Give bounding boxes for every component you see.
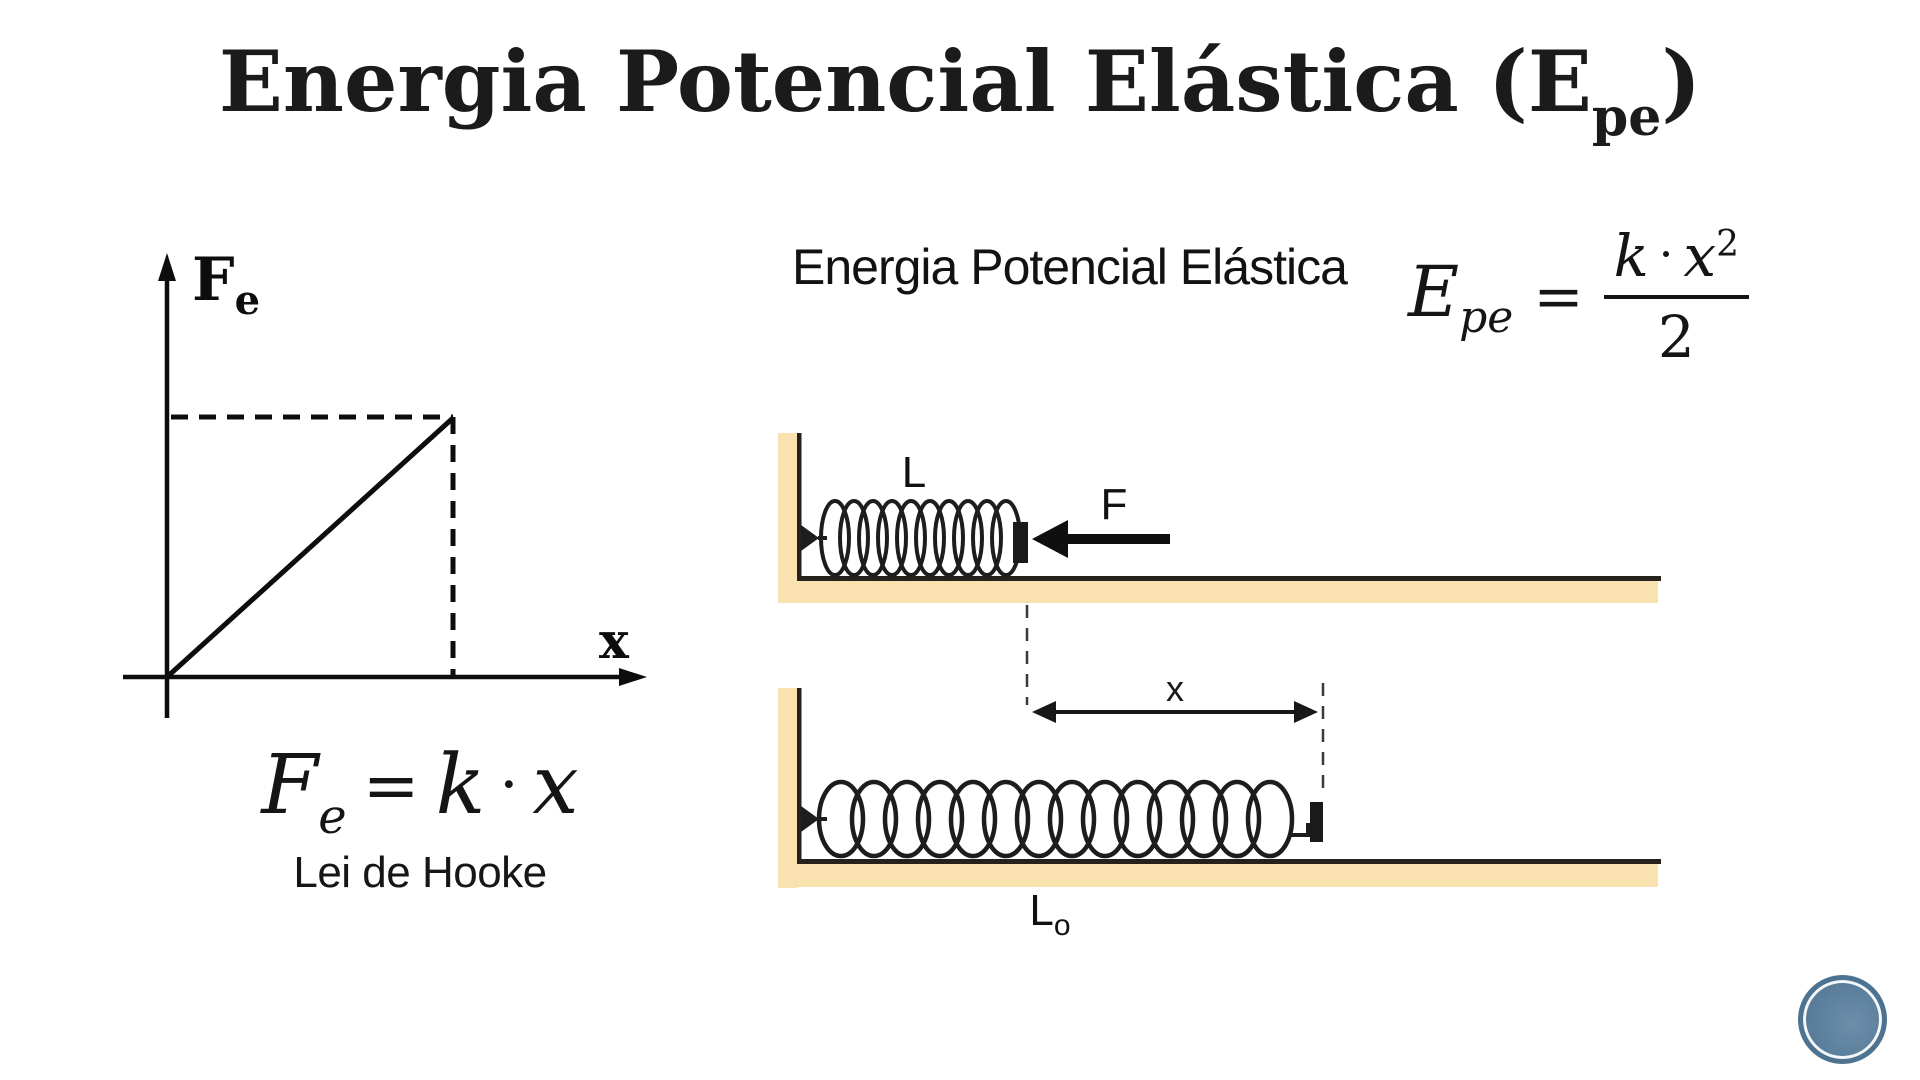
measure-arrow-right-head-icon	[1294, 701, 1318, 723]
hooke-formula: Fe =k·x	[180, 738, 660, 845]
hooke-formula-dot: ·	[499, 750, 519, 820]
graph-y-axis-arrowhead-icon	[158, 253, 176, 281]
measure-arrow-left-head-icon	[1032, 701, 1056, 723]
hooke-formula-F-sub: e	[318, 789, 347, 845]
bottom-floor-line	[797, 859, 1661, 864]
epe-formula-fraction: k·x2 2	[1603, 222, 1750, 371]
springs-diagram: F L x	[778, 433, 1661, 940]
epe-formula: Epe = k·x2 2	[1408, 222, 1750, 371]
epe-formula-numerator: k·x2	[1613, 222, 1740, 290]
epe-formula-fraction-bar	[1603, 295, 1750, 299]
hooke-formula-x: x	[532, 738, 579, 833]
bottom-spring-anchor	[801, 806, 819, 832]
epe-formula-E-sub: pe	[1459, 291, 1514, 343]
hooke-formula-equals: =	[362, 747, 420, 826]
epe-heading: Energia Potencial Elástica	[792, 239, 1348, 295]
slide-title-subscript: pe	[1591, 87, 1662, 148]
top-block	[1013, 522, 1028, 563]
relaxed-spring	[816, 779, 1295, 859]
graph-x-axis-arrowhead-icon	[619, 668, 647, 686]
slide-title: Energia Potencial Elástica (Epe)	[0, 35, 1920, 148]
slide-title-text: Energia Potencial Elástica (E	[218, 32, 1592, 131]
hooke-law-graph: Fe x	[123, 245, 647, 718]
top-floor-line	[797, 576, 1661, 581]
force-label: F	[1101, 480, 1128, 529]
top-wall	[778, 433, 797, 602]
epe-formula-equals: =	[1533, 261, 1584, 332]
top-spring-anchor	[801, 525, 819, 551]
relaxed-spring-system: Lo	[778, 688, 1661, 940]
bottom-wall-line	[797, 688, 802, 861]
epe-formula-denominator: 2	[1657, 303, 1695, 371]
force-arrow-head-icon	[1032, 520, 1068, 558]
natural-length-label: Lo	[1029, 886, 1070, 940]
bottom-spring-end-wire	[1290, 823, 1310, 837]
graph-force-line	[165, 416, 455, 679]
graph-y-axis-label: Fe	[192, 245, 260, 324]
graph-x-axis-label: x	[599, 611, 630, 670]
epe-formula-E: Epe	[1408, 250, 1514, 343]
hooke-formula-F: F	[261, 738, 319, 833]
top-floor	[778, 581, 1658, 603]
top-wall-line	[797, 433, 802, 578]
compressed-spring	[819, 499, 1022, 577]
compressed-spring-system: F L	[778, 433, 1661, 603]
displacement-measure: x	[1025, 605, 1325, 798]
hooke-formula-k: k	[435, 738, 486, 833]
top-length-label: L	[902, 448, 926, 497]
hooke-caption: Lei de Hooke	[293, 848, 547, 897]
slide-title-close: )	[1661, 32, 1702, 131]
displacement-label: x	[1166, 668, 1184, 709]
channel-logo-icon	[1798, 975, 1887, 1064]
bottom-block	[1310, 802, 1323, 842]
bottom-floor	[778, 864, 1658, 887]
bottom-wall	[778, 688, 797, 888]
